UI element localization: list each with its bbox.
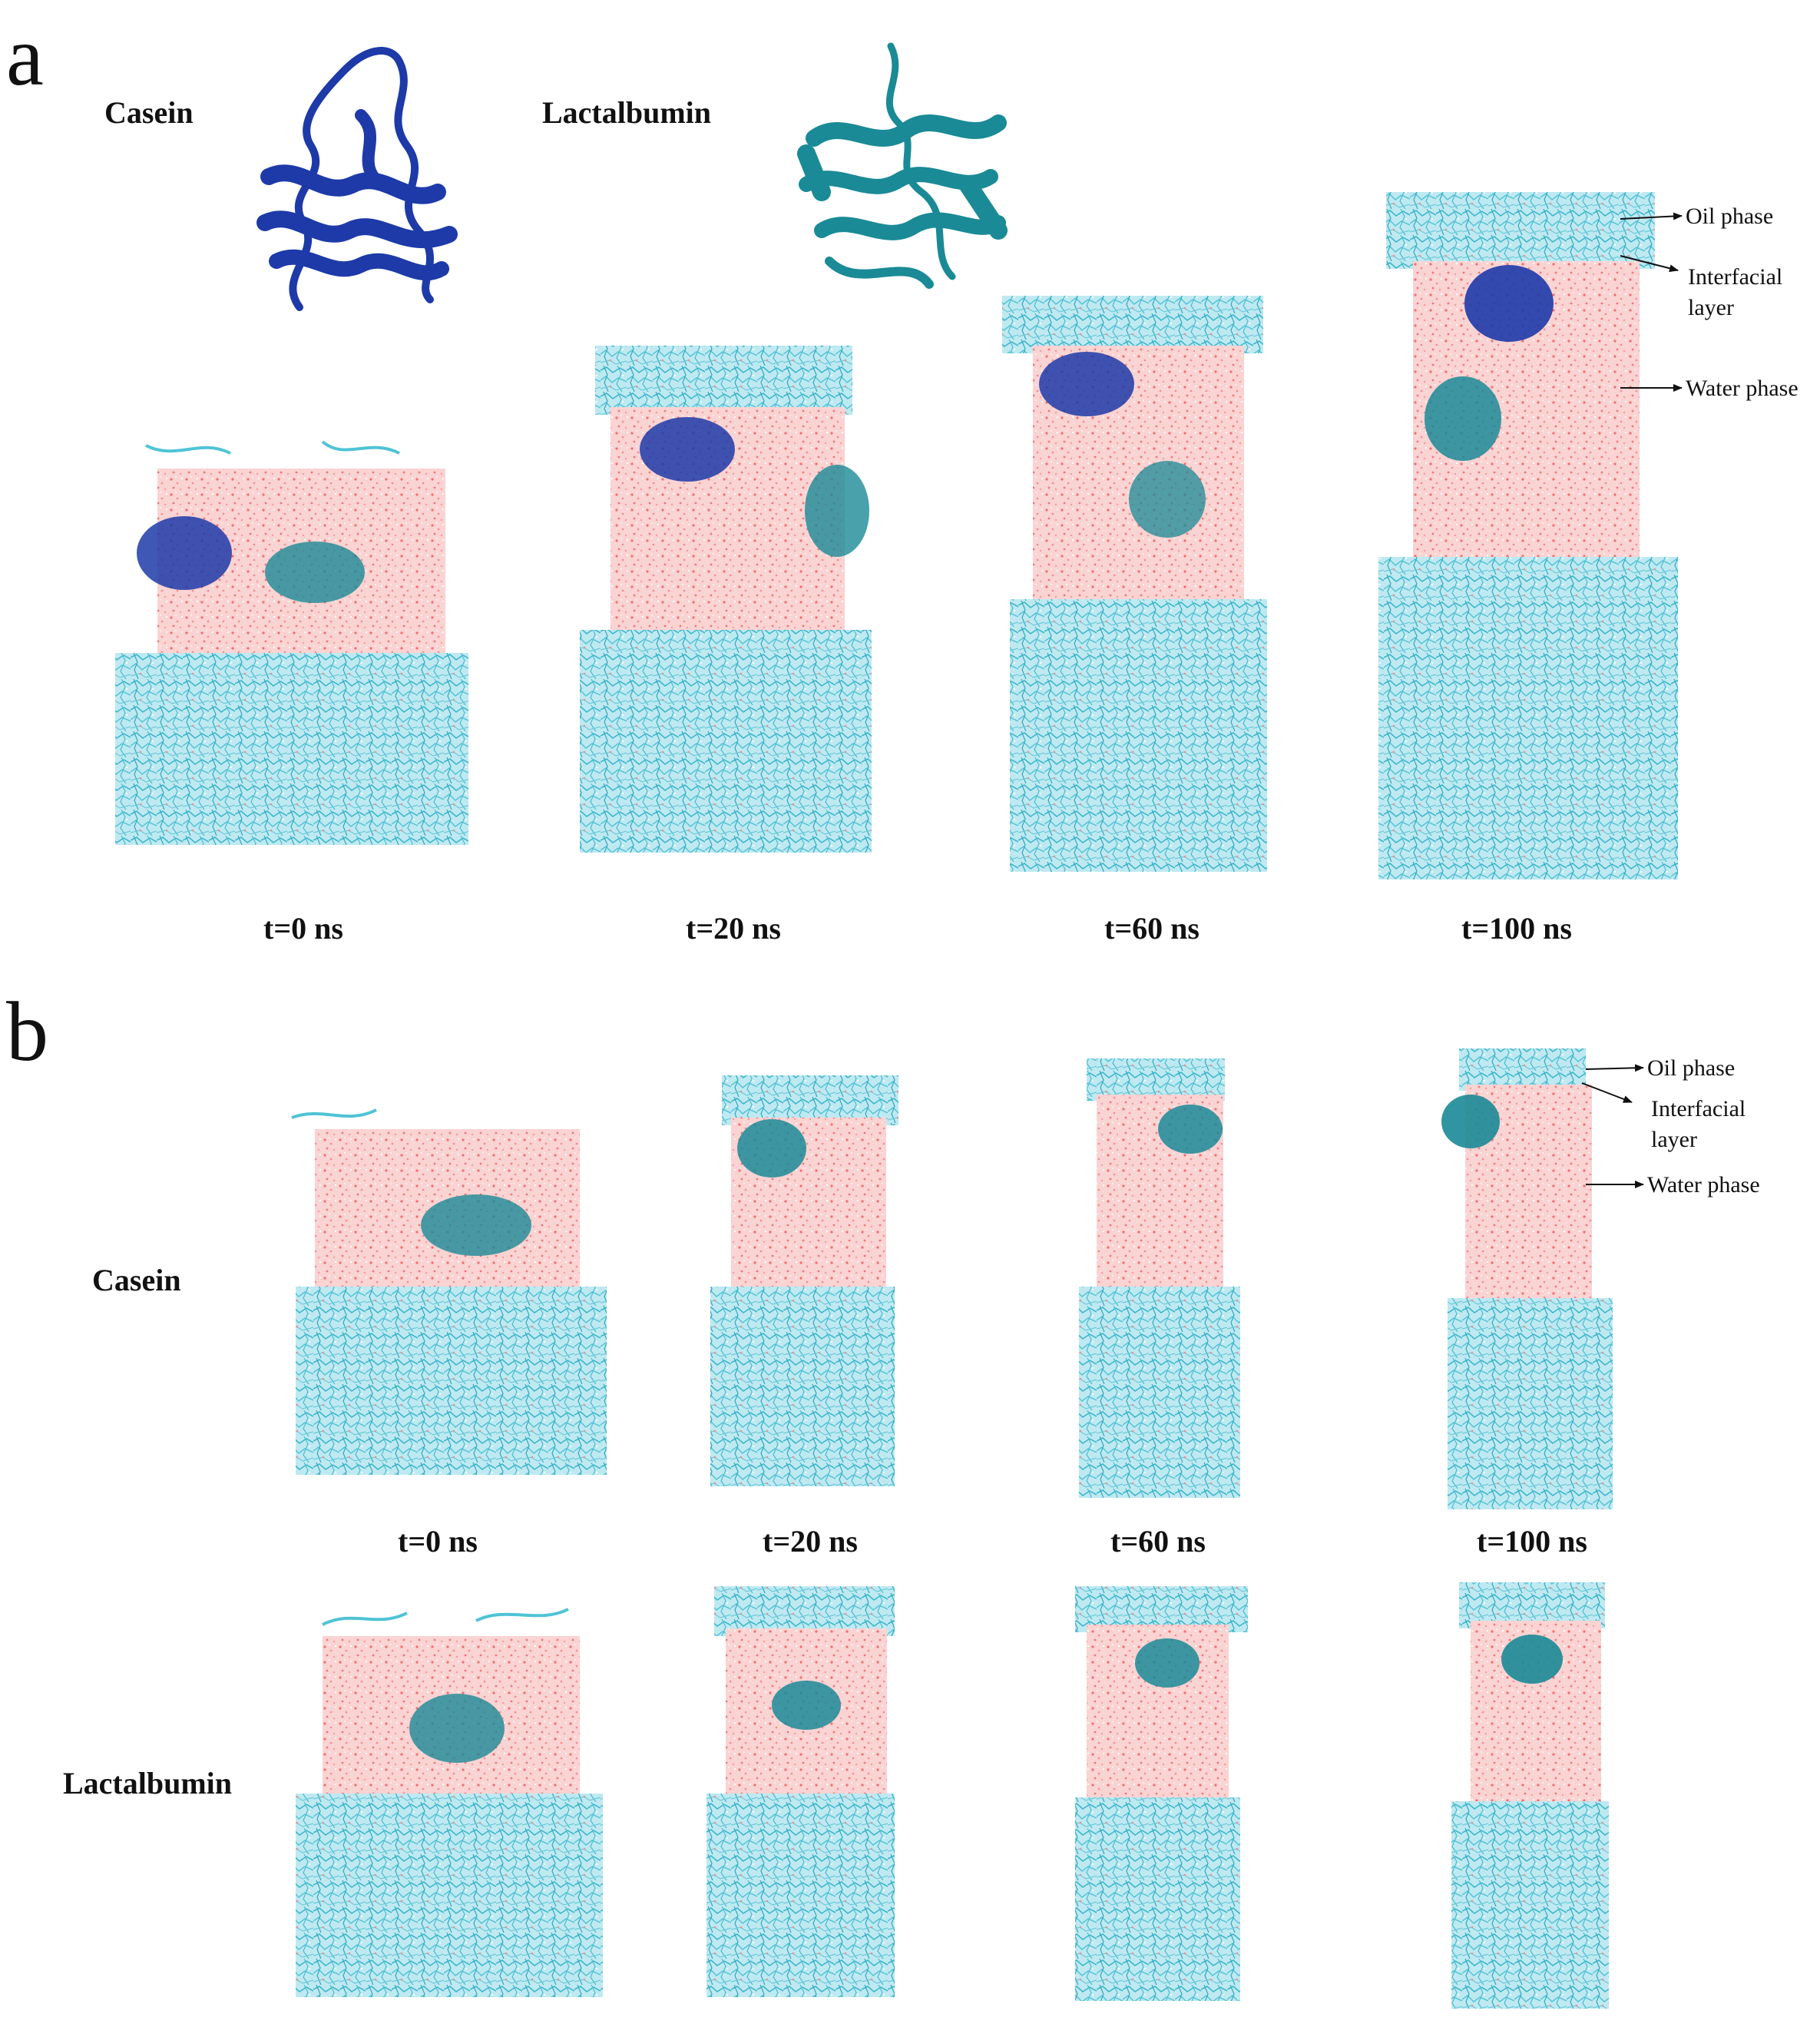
panel-a: a Casein Lactalbumin — [6, 9, 1798, 946]
oil-phase — [710, 1287, 895, 1486]
casein-protein — [1158, 1105, 1223, 1154]
casein-protein — [1039, 352, 1134, 416]
casein-structure-icon — [256, 47, 458, 311]
oil-phase — [595, 346, 852, 415]
panel-b-casein-box-t60 — [1079, 1058, 1240, 1498]
panel-b-annotations: Oil phase Interfacial layer Water phase — [1581, 1055, 1760, 1198]
casein-protein — [1464, 265, 1554, 342]
time-label-b-t100: t=100 ns — [1477, 1524, 1587, 1559]
time-label-t0: t=0 ns — [263, 911, 343, 946]
casein-protein — [137, 516, 232, 590]
lactalbumin-protein — [772, 1681, 841, 1730]
oil-phase — [580, 630, 872, 853]
interfacial-layer-label-1: Interfacial — [1688, 264, 1782, 290]
panel-a-box-t100 — [1378, 192, 1678, 879]
time-label-t60: t=60 ns — [1104, 911, 1200, 946]
time-label-t100: t=100 ns — [1461, 911, 1572, 946]
panel-b-casein-box-t0 — [291, 1108, 607, 1475]
panel-a-casein-label: Casein — [104, 95, 194, 130]
casein-protein — [640, 417, 735, 482]
panel-a-box-t20 — [580, 346, 872, 853]
lactalbumin-protein — [805, 465, 869, 557]
panel-b-lactalbumin-box-t0 — [296, 1608, 603, 1997]
oil-phase — [722, 1075, 898, 1125]
panel-b-lactalbumin-box-t20 — [706, 1586, 895, 1997]
lactalbumin-protein — [409, 1694, 505, 1763]
oil-phase — [115, 653, 468, 845]
lactalbumin-protein — [1425, 376, 1501, 461]
oil-phase-label-b: Oil phase — [1647, 1055, 1735, 1081]
water-phase-label: Water phase — [1686, 376, 1798, 401]
oil-phase — [1075, 1797, 1240, 2001]
lactalbumin-protein — [1501, 1635, 1563, 1684]
interfacial-layer-label-b-1: Interfacial — [1651, 1096, 1746, 1121]
oil-phase — [714, 1586, 895, 1636]
panel-b-lactalbumin-box-t60 — [1075, 1586, 1248, 2001]
time-label-b-t20: t=20 ns — [763, 1524, 858, 1559]
water-phase-label-b: Water phase — [1647, 1172, 1760, 1198]
time-label-b-t60: t=60 ns — [1110, 1524, 1206, 1559]
panel-b-casein-row-label: Casein — [92, 1263, 181, 1297]
panel-a-annotations: Oil phase Interfacial layer Water phase — [1620, 204, 1798, 401]
lactalbumin-protein — [265, 542, 365, 603]
panel-a-box-t60 — [1002, 296, 1267, 872]
oil-phase — [706, 1794, 895, 1997]
oil-phase — [1002, 296, 1263, 353]
oil-phase — [296, 1794, 603, 1997]
panel-a-letter: a — [6, 9, 44, 103]
oil-phase — [1010, 599, 1267, 872]
oil-phase — [1459, 1048, 1586, 1091]
oil-phase — [1378, 557, 1678, 879]
lactalbumin-structure-icon — [797, 42, 1008, 289]
oil-phase — [296, 1287, 607, 1475]
time-label-b-t0: t=0 ns — [398, 1524, 478, 1559]
panel-a-lactalbumin-label: Lactalbumin — [542, 95, 711, 130]
oil-phase — [1448, 1298, 1613, 1509]
panel-b-lactalbumin-box-t100 — [1451, 1582, 1609, 2009]
oil-phase — [1079, 1287, 1240, 1498]
oil-phase-label: Oil phase — [1686, 204, 1773, 229]
interfacial-layer-label-b-2: layer — [1651, 1127, 1697, 1152]
casein-protein — [1441, 1095, 1500, 1148]
lactalbumin-protein — [1129, 461, 1206, 538]
oil-phase — [1451, 1801, 1609, 2009]
oil-phase — [1087, 1058, 1225, 1101]
panel-a-time-labels: t=0 ns t=20 ns t=60 ns t=100 ns — [263, 911, 1572, 946]
oil-phase — [1386, 192, 1655, 269]
panel-b-casein-box-t20 — [710, 1075, 898, 1486]
panel-b: b Casein Lactalbumin — [6, 985, 1760, 2009]
panel-b-casein-box-t100 — [1441, 1048, 1613, 1509]
casein-protein — [421, 1194, 531, 1256]
panel-b-time-labels: t=0 ns t=20 ns t=60 ns t=100 ns — [398, 1524, 1587, 1559]
panel-a-box-t0 — [115, 440, 468, 845]
time-label-t20: t=20 ns — [686, 911, 781, 946]
panel-b-lactalbumin-row-label: Lactalbumin — [63, 1766, 232, 1800]
casein-protein — [737, 1119, 806, 1178]
interfacial-layer-label-2: layer — [1688, 295, 1734, 320]
lactalbumin-protein — [1135, 1638, 1200, 1688]
panel-b-letter: b — [6, 985, 48, 1078]
